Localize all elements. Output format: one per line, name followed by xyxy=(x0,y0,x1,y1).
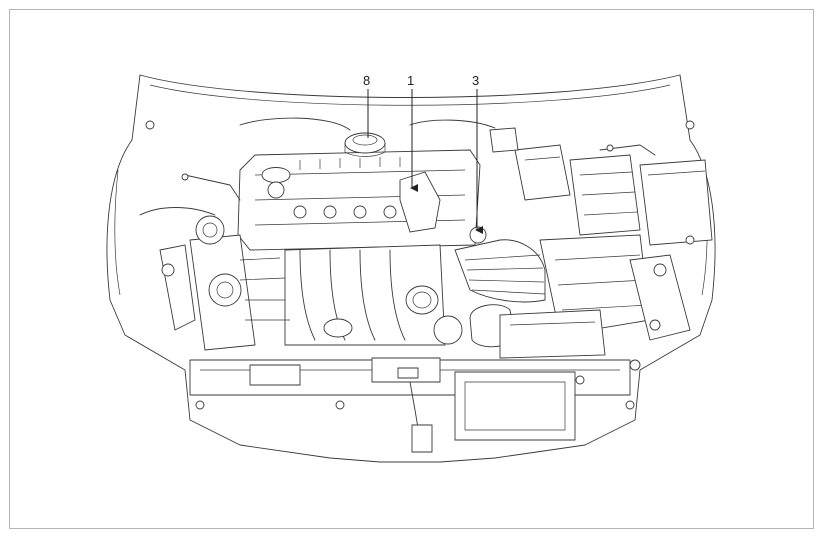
air-cleaner-assembly xyxy=(499,234,651,359)
engine-cylinder-head xyxy=(237,149,481,251)
callout-label-8: 8 xyxy=(363,73,370,88)
battery xyxy=(514,144,641,236)
right-fender-hardware xyxy=(599,144,691,371)
callout-1: 1 xyxy=(407,73,418,192)
callout-8: 8 xyxy=(363,73,370,138)
cowl-hoses xyxy=(145,117,695,153)
intake-manifold xyxy=(284,244,446,346)
oil-filler-cap xyxy=(344,132,386,157)
radiator-support xyxy=(189,357,635,453)
hood-outline xyxy=(131,74,691,141)
callout-3: 3 xyxy=(472,73,483,234)
fuse-box xyxy=(639,159,713,246)
front-engine-accessories xyxy=(139,173,290,351)
callout-label-3: 3 xyxy=(472,73,479,88)
callout-label-1: 1 xyxy=(407,73,414,88)
